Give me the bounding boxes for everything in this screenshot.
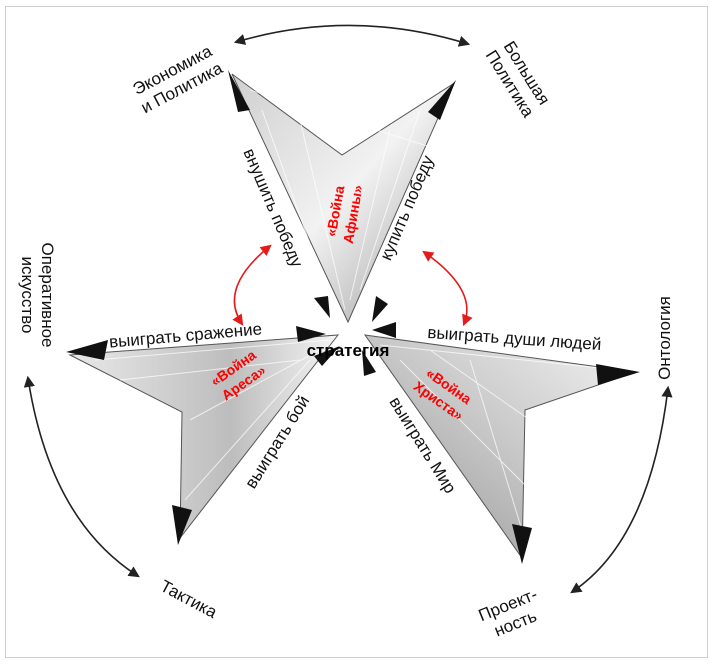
red-arc-right [424, 252, 467, 324]
node-economics: Экономика и Политика [128, 40, 226, 117]
ares-blade [66, 335, 338, 545]
inner-tip-christ-top [372, 322, 396, 338]
red-arc-left [234, 246, 270, 324]
christ-right-tip [596, 364, 640, 385]
christ-blade [365, 335, 640, 564]
inner-tip-athena-left [314, 296, 330, 318]
svg-text:искусство: искусство [18, 256, 37, 333]
svg-text:Оперативное: Оперативное [38, 242, 57, 347]
arc-economics-bigpolitics [236, 25, 468, 44]
node-projectness: Проект- ность [476, 585, 548, 644]
arc-operative-tactics [28, 378, 138, 576]
svg-text:Онтология: Онтология [655, 296, 674, 380]
node-big-politics: Большая Политика [482, 36, 555, 121]
svg-text:Тактика: Тактика [157, 576, 220, 622]
arc-ontology-projectness [572, 388, 668, 592]
node-tactics: Тактика [157, 576, 220, 622]
inner-tip-athena-right [372, 296, 388, 322]
node-ontology: Онтология [655, 296, 674, 380]
center-label: стратегия [307, 341, 390, 360]
node-operative: Оперативное искусство [18, 242, 57, 347]
